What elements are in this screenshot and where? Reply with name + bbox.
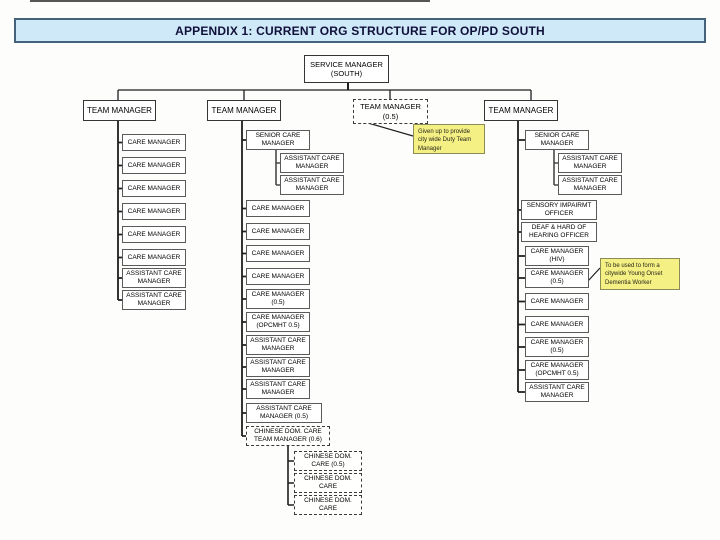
- assistant-care-manager-box: ASSISTANT CARE MANAGER: [122, 268, 186, 288]
- chinese-dom-care-team-manager-box: CHINESE DOM. CARE TEAM MANAGER (0.6): [246, 426, 330, 446]
- team-manager-3-box: TEAM MANAGER (0.5): [353, 99, 428, 124]
- assistant-care-manager-box: ASSISTANT CARE MANAGER: [558, 175, 622, 195]
- care-manager-box: CARE MANAGER: [246, 245, 310, 262]
- connector-tree: [117, 89, 532, 100]
- senior-care-manager-box: SENIOR CARE MANAGER: [246, 130, 310, 150]
- care-manager-box: CARE MANAGER: [122, 249, 186, 266]
- callout-line-note2: [587, 267, 601, 282]
- care-manager-box: CARE MANAGER: [122, 134, 186, 151]
- assistant-care-manager-box: ASSISTANT CARE MANAGER: [122, 290, 186, 310]
- care-manager-box: CARE MANAGER: [122, 203, 186, 220]
- chinese-dom-care-box: CHINESE DOM. CARE (0.5): [294, 451, 362, 471]
- care-manager-opcmht-box: CARE MANAGER (OPCMHT 0.5): [525, 360, 589, 380]
- note-young-onset-dementia: To be used to form a citywide Young Onse…: [600, 258, 680, 290]
- care-manager-box: CARE MANAGER: [122, 180, 186, 197]
- care-manager-half-box: CARE MANAGER (0.5): [246, 289, 310, 309]
- care-manager-box: CARE MANAGER: [525, 316, 589, 333]
- sensory-impairment-officer-box: SENSORY IMPAIRMT OFFICER: [521, 200, 597, 220]
- assistant-care-manager-box: ASSISTANT CARE MANAGER: [525, 382, 589, 402]
- connector-spine-team4: [517, 121, 525, 393]
- team-manager-1-box: TEAM MANAGER: [83, 100, 156, 121]
- assistant-care-manager-box: ASSISTANT CARE MANAGER: [246, 357, 310, 377]
- team-manager-2-box: TEAM MANAGER: [207, 100, 281, 121]
- care-manager-half-box: CARE MANAGER (0.5): [525, 337, 589, 357]
- senior-care-manager-box: SENIOR CARE MANAGER: [525, 130, 589, 150]
- care-manager-box: CARE MANAGER: [122, 226, 186, 243]
- note-duty-team-manager: Given up to provide city wide Duty Team …: [413, 124, 485, 154]
- care-manager-hiv-box: CARE MANAGER (HIV): [525, 246, 589, 266]
- care-manager-box: CARE MANAGER: [525, 293, 589, 310]
- care-manager-box: CARE MANAGER: [122, 157, 186, 174]
- chinese-dom-care-box: CHINESE DOM. CARE: [294, 495, 362, 515]
- callout-line-note1: [367, 122, 414, 137]
- assistant-care-manager-box: ASSISTANT CARE MANAGER: [558, 153, 622, 173]
- chinese-dom-care-box: CHINESE DOM. CARE: [294, 473, 362, 493]
- deaf-hard-of-hearing-officer-box: DEAF & HARD OF HEARING OFFICER: [521, 222, 597, 242]
- care-manager-box: CARE MANAGER: [246, 268, 310, 285]
- assistant-care-manager-box: ASSISTANT CARE MANAGER: [246, 379, 310, 399]
- assistant-care-manager-box: ASSISTANT CARE MANAGER: [280, 153, 344, 173]
- care-manager-box: CARE MANAGER: [246, 223, 310, 240]
- assistant-care-manager-box: ASSISTANT CARE MANAGER: [280, 175, 344, 195]
- assistant-care-manager-box: ASSISTANT CARE MANAGER: [246, 335, 310, 355]
- service-manager-box: SERVICE MANAGER (SOUTH): [304, 55, 389, 83]
- team-manager-4-box: TEAM MANAGER: [484, 100, 558, 121]
- care-manager-half-box: CARE MANAGER (0.5): [525, 268, 589, 288]
- care-manager-opcmht-box: CARE MANAGER (OPCMHT 0.5): [246, 312, 310, 332]
- assistant-care-manager-half-box: ASSISTANT CARE MANAGER (0.5): [246, 403, 322, 423]
- care-manager-box: CARE MANAGER: [246, 200, 310, 217]
- slide-title: APPENDIX 1: CURRENT ORG STRUCTURE FOR OP…: [14, 18, 706, 43]
